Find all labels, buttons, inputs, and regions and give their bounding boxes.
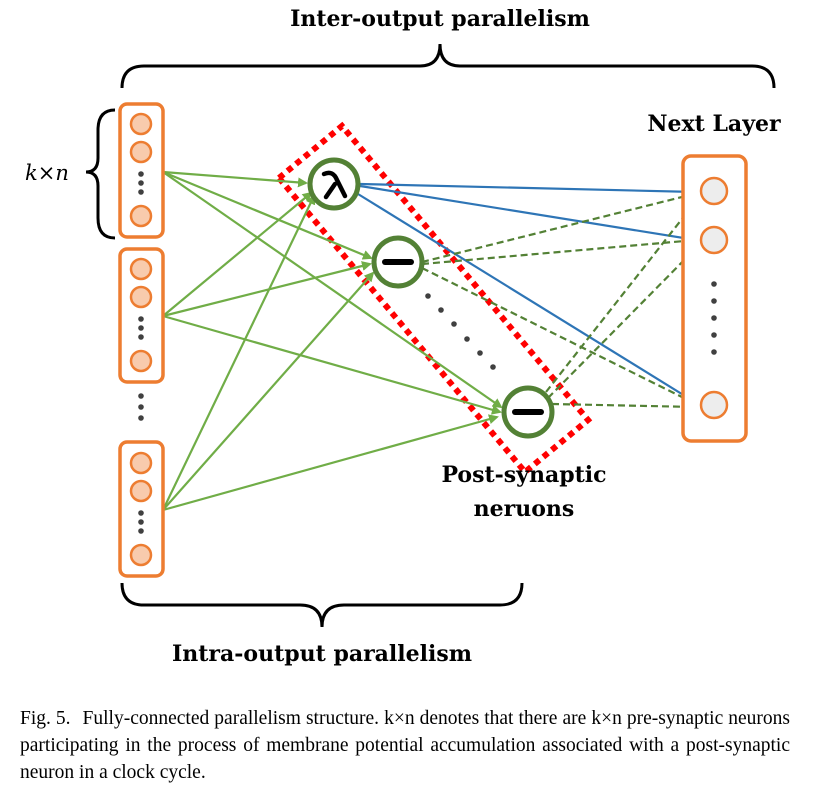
post-to-next-blue-edges <box>357 182 700 406</box>
intra-output-label: Intra-output parallelism <box>172 641 472 667</box>
post-synaptic-group-box <box>274 121 593 477</box>
post-to-next-dashed-edges <box>421 190 702 412</box>
post-synaptic-gap-dots <box>425 293 496 370</box>
intra-output-brace <box>120 582 524 628</box>
diagram: Inter-output parallelism Intra-output pa… <box>25 6 781 667</box>
pre-synaptic-group-2 <box>118 247 165 384</box>
kxn-brace <box>85 108 116 240</box>
pre-to-post-edges <box>162 170 503 512</box>
next-layer-group <box>681 154 748 443</box>
group-gap-dots <box>138 393 144 421</box>
pre-synaptic-group-3 <box>118 440 165 578</box>
post-synaptic-label-line2: neruons <box>474 496 575 522</box>
inter-output-label: Inter-output parallelism <box>290 6 590 32</box>
kxn-label: k×n <box>25 161 69 185</box>
post-synaptic-neuron-2 <box>371 235 425 289</box>
pre-synaptic-group-1 <box>118 102 165 239</box>
caption-text: Fully-connected parallelism structure. k… <box>20 708 790 783</box>
post-synaptic-neuron-1 <box>307 157 361 211</box>
post-synaptic-neuron-3 <box>501 385 555 439</box>
lambda-icon <box>321 170 348 200</box>
inter-output-brace <box>120 43 776 89</box>
post-synaptic-label-line1: Post-synaptic <box>441 462 606 488</box>
next-layer-label: Next Layer <box>647 111 781 137</box>
caption-fig-label: Fig. 5. <box>20 708 71 729</box>
figure-caption: Fig. 5.Fully-connected parallelism struc… <box>20 705 790 786</box>
